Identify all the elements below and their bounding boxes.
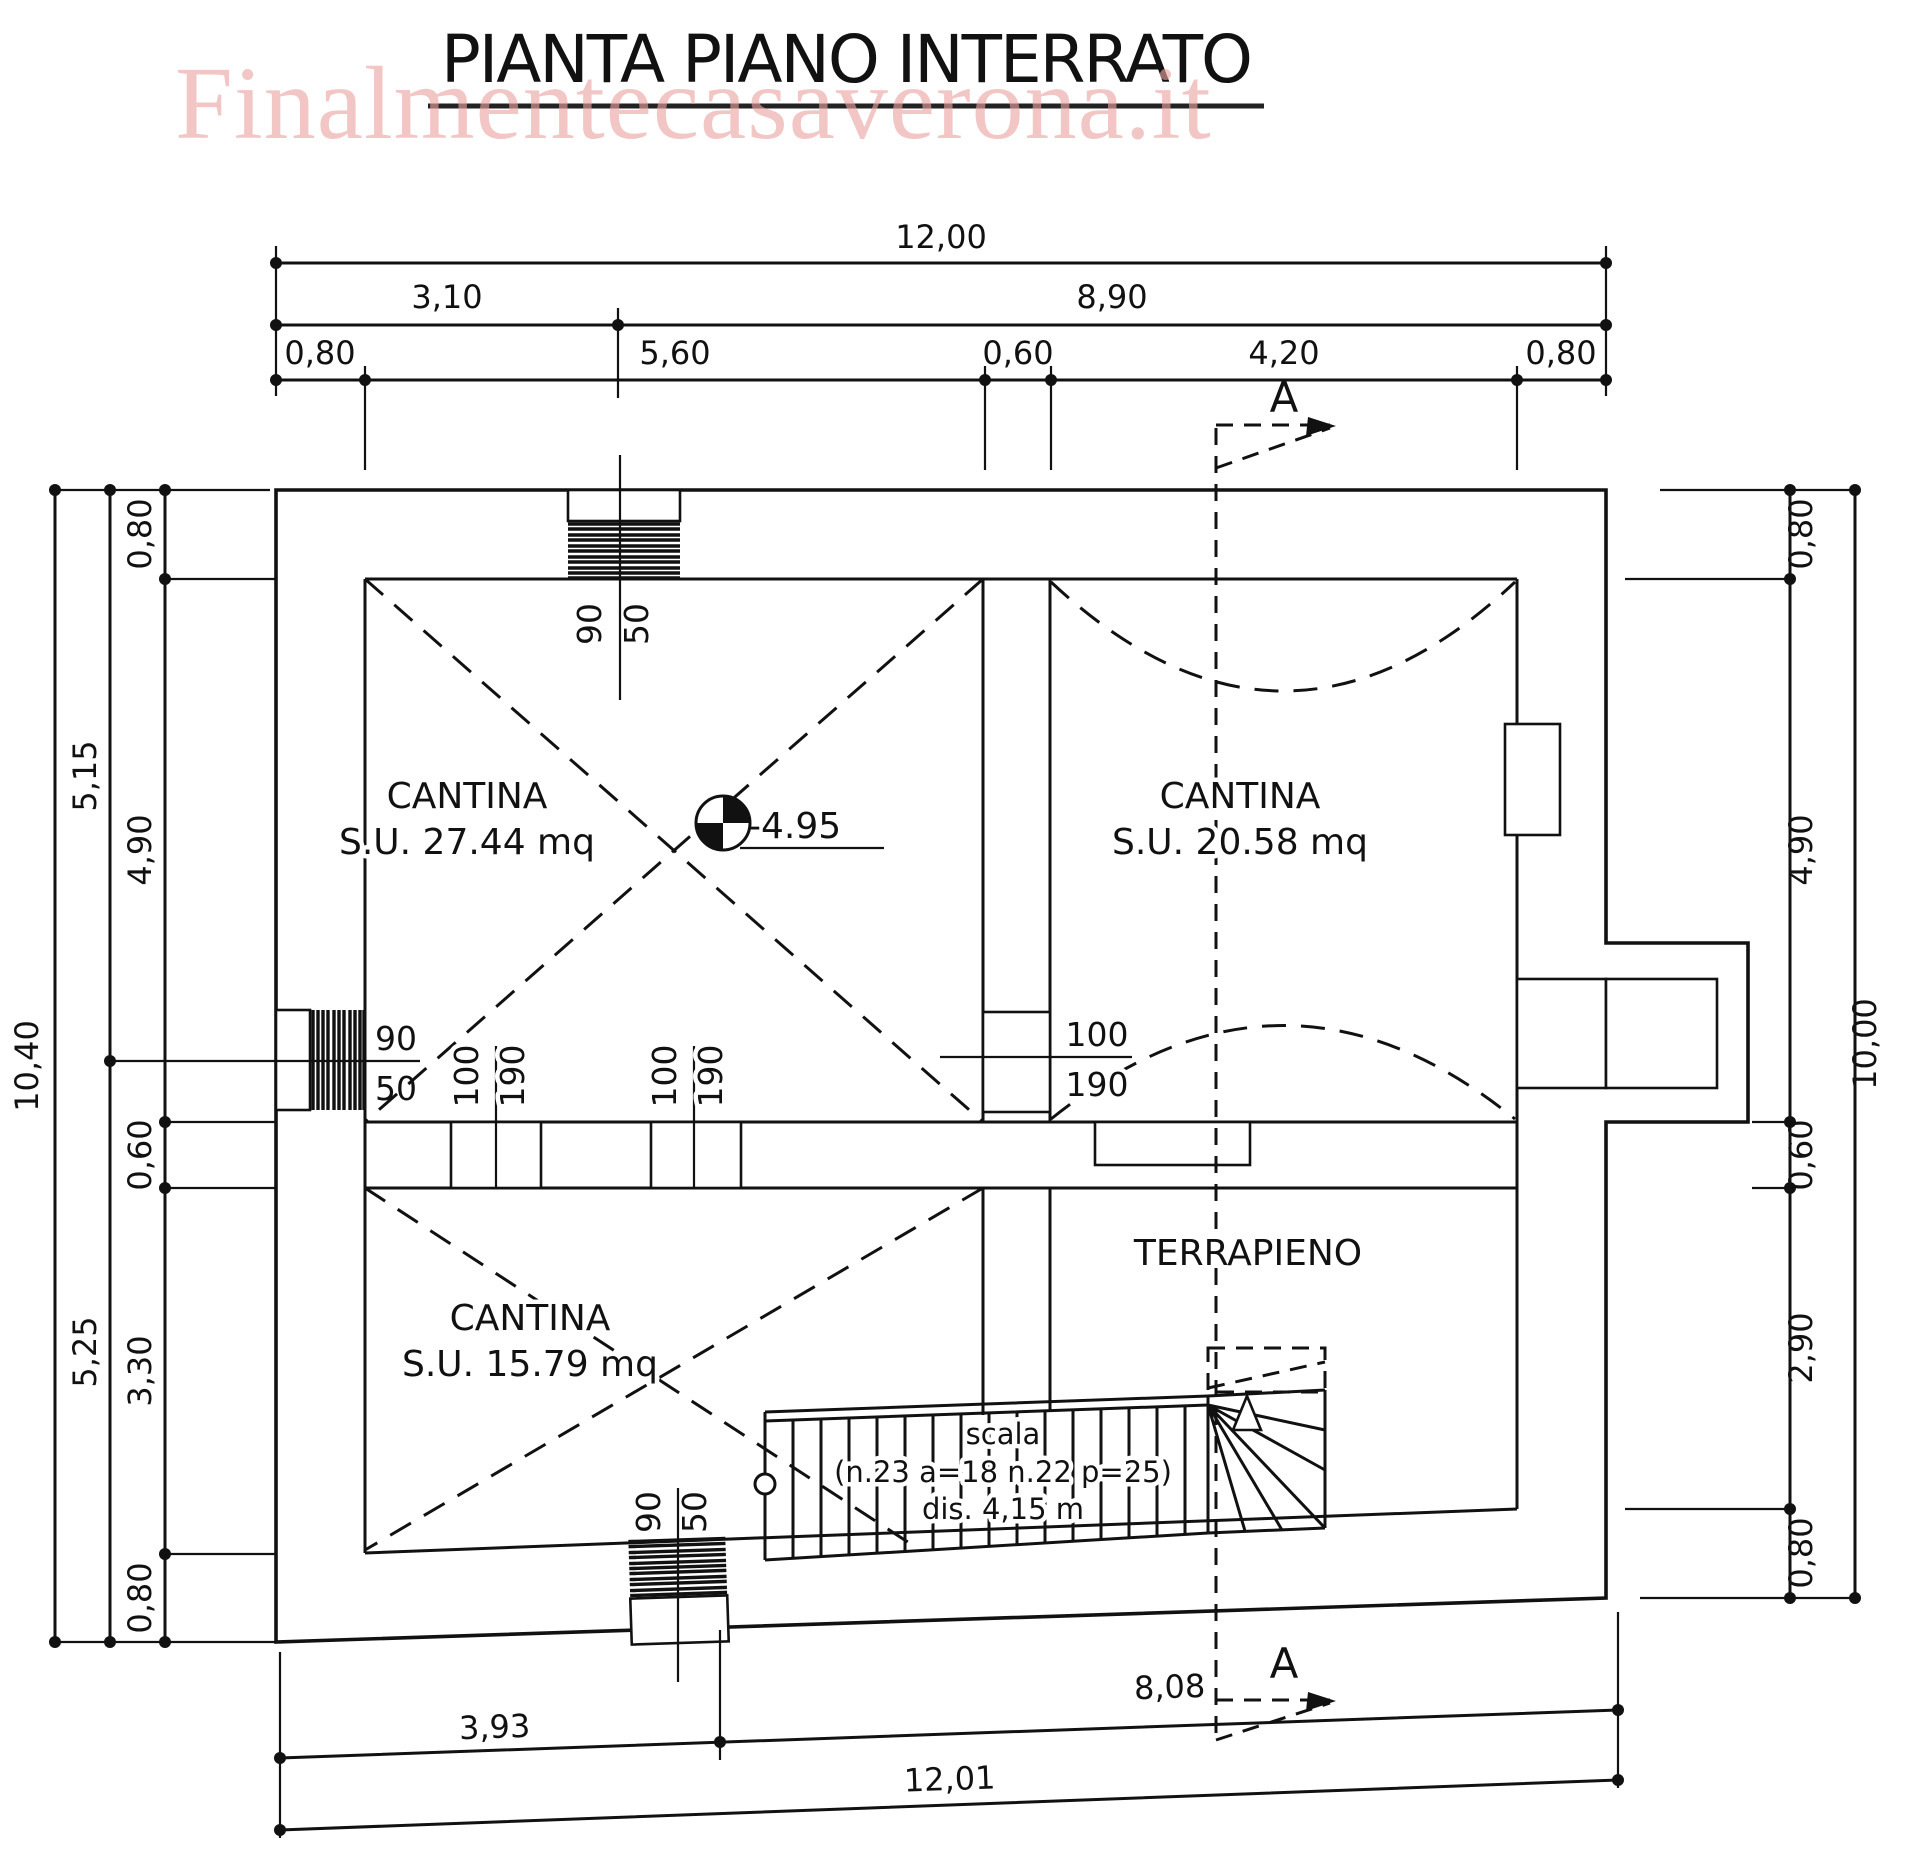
room-nw-name: CANTINA — [387, 776, 548, 817]
stair-winder-fan — [1206, 1403, 1327, 1532]
door-2-label: 100 190 — [641, 1040, 735, 1188]
room-nw-area: S.U. 27.44 mq — [339, 822, 595, 863]
staircase: scala (n.23 a=18 n.22 p=25) dis. 4,15 m — [753, 1346, 1327, 1562]
stair-up-arrow — [1231, 1392, 1263, 1432]
window-bottom-height-label: 50 — [675, 1491, 714, 1533]
niche-mid-wall — [1093, 1120, 1252, 1167]
dim-top-total: 12,00 — [895, 218, 987, 256]
dim-left-d2: 4,90 — [121, 814, 159, 885]
room-ne-area: S.U. 20.58 mq — [1112, 822, 1368, 863]
dim-left-upper: 5,15 — [66, 740, 104, 811]
level-marker: -4.95 — [694, 794, 884, 852]
dim-right-d1: 0,80 — [1782, 498, 1820, 569]
stair-label-2: (n.23 a=18 n.22 p=25) — [834, 1455, 1172, 1489]
dim-top-d2: 5,60 — [639, 334, 710, 372]
stair-handrail-start — [753, 1472, 777, 1496]
room-cross-dashes — [364, 577, 984, 1552]
window-top-height-label: 50 — [617, 603, 656, 645]
section-arrow-bottom — [1306, 1692, 1336, 1711]
room-sw-name: CANTINA — [450, 1298, 611, 1339]
svg-text:100: 100 — [447, 1045, 486, 1108]
section-label-bottom: A — [1270, 1639, 1299, 1688]
inner-walls — [363, 577, 1519, 1555]
stair-label-3: dis. 4,15 m — [922, 1492, 1084, 1526]
dim-top-d3: 0,60 — [982, 334, 1053, 372]
window-left: 90 50 — [110, 1008, 420, 1112]
niche-right-upper — [1503, 722, 1562, 837]
dim-right-d2: 4,90 — [1782, 814, 1820, 885]
window-left-height-label: 50 — [375, 1069, 417, 1108]
door-3-opening — [981, 1010, 1052, 1114]
svg-text:190: 190 — [493, 1045, 532, 1108]
window-top: 90 50 — [566, 455, 682, 700]
dim-right-d5: 0,80 — [1782, 1517, 1820, 1588]
vault-arcs — [1049, 580, 1517, 1121]
stair-landing-dashed — [1206, 1346, 1327, 1394]
window-left-width-label: 90 — [375, 1019, 417, 1058]
door-2-opening — [649, 1120, 743, 1190]
dim-right-d4: 2,90 — [1782, 1312, 1820, 1383]
dim-top-d1: 0,80 — [284, 334, 355, 372]
dimension-labels: 12,00 3,10 8,90 0,80 5,60 0,60 4,20 0,80… — [8, 218, 1884, 1800]
dim-left-d4: 3,30 — [121, 1335, 159, 1406]
room-sw-area: S.U. 15.79 mq — [402, 1344, 658, 1385]
dim-bottom-total: 12,01 — [903, 1758, 996, 1799]
drawing-title: PIANTA PIANO INTERRATO — [428, 21, 1264, 109]
level-value: -4.95 — [748, 806, 841, 847]
svg-text:100: 100 — [645, 1045, 684, 1108]
svg-text:100: 100 — [1066, 1015, 1129, 1054]
niche-bumpout-outer — [1604, 977, 1719, 1090]
stair-winder-box — [1206, 1388, 1327, 1535]
dim-left-lower: 5,25 — [66, 1316, 104, 1387]
dim-right-total: 10,00 — [1846, 998, 1884, 1090]
svg-text:190: 190 — [1066, 1065, 1129, 1104]
dim-top-d5: 0,80 — [1525, 334, 1596, 372]
room-terrapieno-name: TERRAPIENO — [1133, 1233, 1362, 1274]
dim-right-d3: 0,60 — [1782, 1119, 1820, 1190]
dim-left-d5: 0,80 — [121, 1562, 159, 1633]
page-title: PIANTA PIANO INTERRATO — [441, 21, 1251, 98]
dim-left-d3: 0,60 — [121, 1119, 159, 1190]
window-top-width-label: 90 — [570, 603, 609, 645]
dim-top-d4: 4,20 — [1248, 334, 1319, 372]
stair-label-1: scala — [966, 1417, 1041, 1451]
dim-left-total: 10,40 — [8, 1020, 46, 1112]
svg-text:190: 190 — [691, 1045, 730, 1108]
window-bottom-width-label: 90 — [629, 1491, 668, 1533]
stair-treads — [791, 1405, 1187, 1558]
door-3-label: 100 190 — [940, 1011, 1133, 1109]
dim-bottom-right: 8,08 — [1133, 1667, 1206, 1707]
room-ne-name: CANTINA — [1160, 776, 1321, 817]
niche-bumpout-inner — [1515, 977, 1608, 1090]
dim-top-right: 8,90 — [1076, 278, 1147, 316]
room-labels: CANTINA S.U. 27.44 mq CANTINA S.U. 20.58… — [335, 772, 1373, 1390]
wall-niches — [1093, 722, 1719, 1167]
dim-left-d1: 0,80 — [121, 498, 159, 569]
dimension-points — [49, 257, 1861, 1836]
door-1-label: 100 190 — [443, 1040, 537, 1188]
section-arrow-top — [1306, 417, 1336, 436]
dim-top-left: 3,10 — [411, 278, 482, 316]
watermark-text: Finalmentecasaverona.it — [175, 46, 1212, 161]
dim-bottom-left: 3,93 — [458, 1707, 531, 1747]
